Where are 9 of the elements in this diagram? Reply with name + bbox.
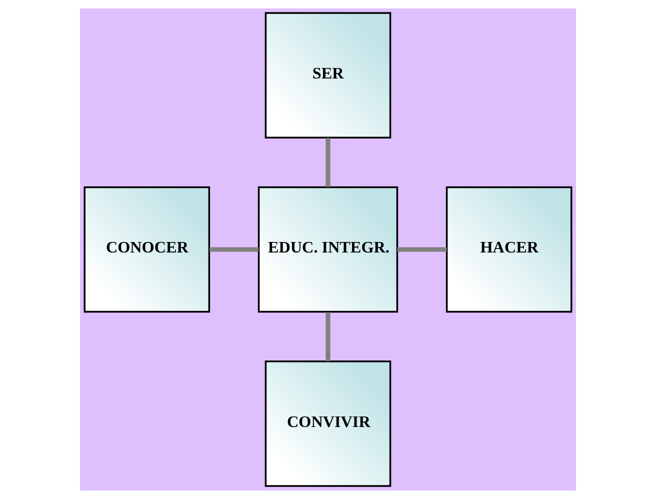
node-box: CONOCER	[84, 186, 210, 313]
connector	[326, 312, 330, 362]
node-box: EDUC. INTEGR.	[258, 186, 398, 313]
node-box: HACER	[446, 186, 572, 313]
connector	[326, 138, 330, 187]
node-box: SER	[264, 12, 392, 138]
connector	[210, 247, 259, 252]
connector	[397, 247, 447, 252]
node-box: CONVIVIR	[264, 360, 392, 487]
